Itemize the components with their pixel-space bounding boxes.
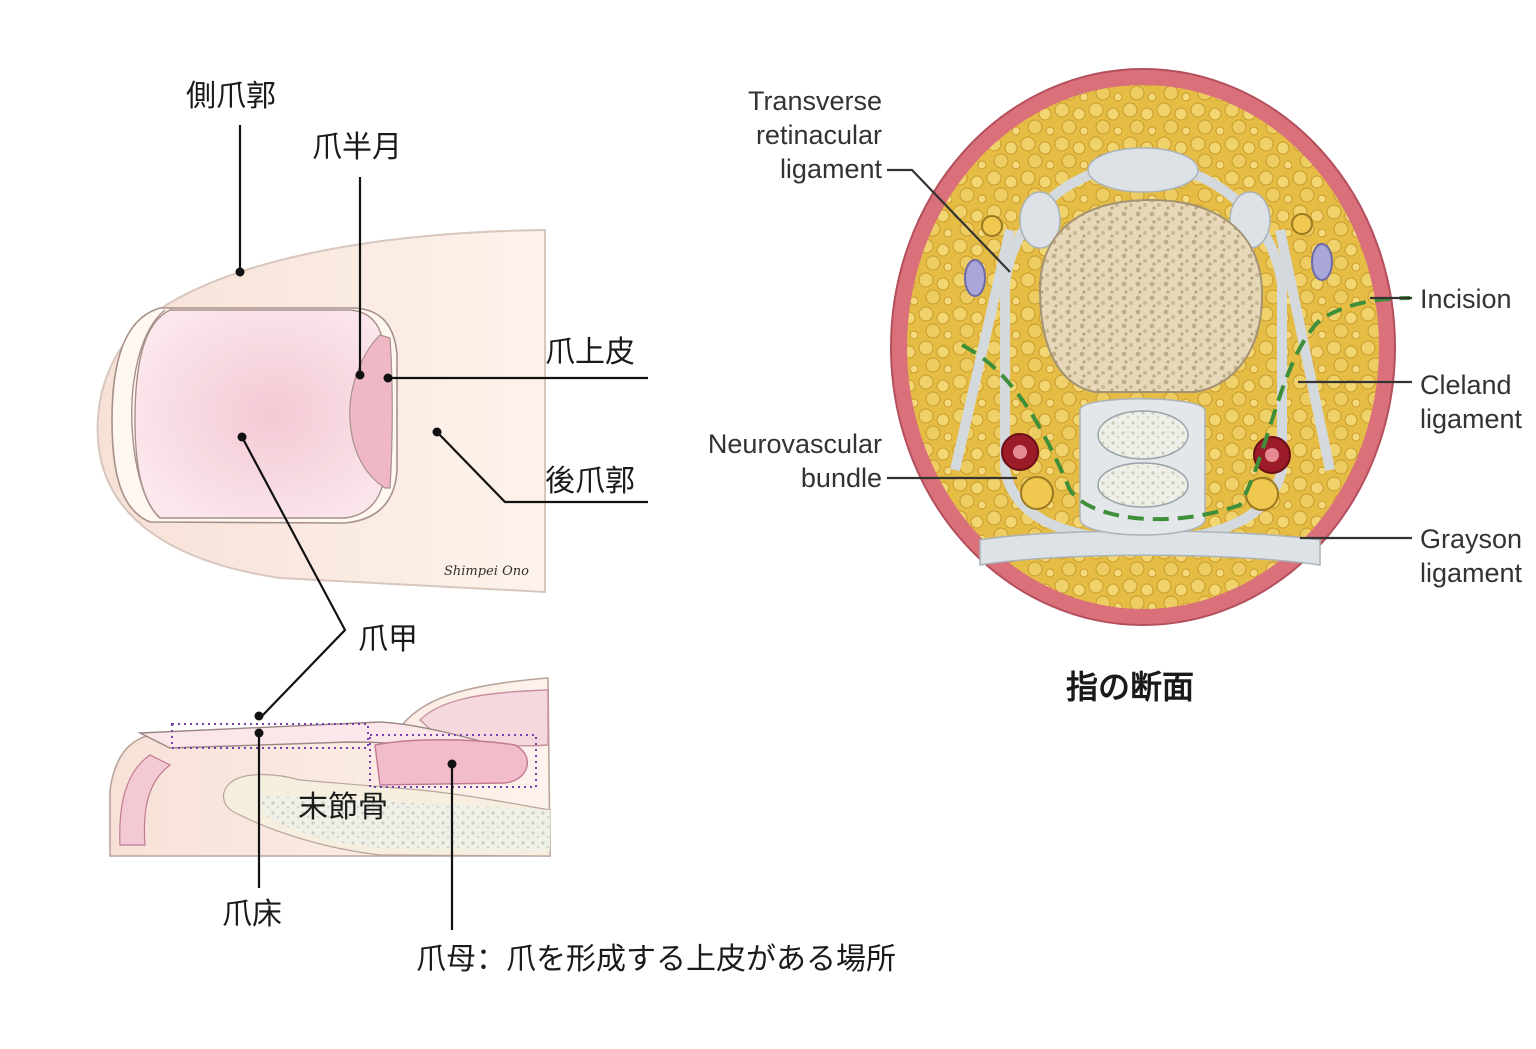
nail-top-view bbox=[96, 228, 546, 594]
label-neurovascular-bundle: Neurovascular bundle bbox=[707, 429, 882, 493]
label-eponychium: 爪上皮 bbox=[545, 335, 635, 370]
flexor-tendon-lower bbox=[1097, 462, 1189, 508]
label-incision: Incision bbox=[1420, 284, 1512, 314]
label-nail-plate: 爪甲 bbox=[358, 622, 418, 657]
incision-line bbox=[961, 296, 1411, 522]
caption-finger-cross-section: 指の断面 bbox=[1066, 668, 1195, 706]
label-proximal-nail-fold: 後爪郭 bbox=[545, 464, 635, 499]
label-nail-matrix: 爪母：爪を形成する上皮がある場所 bbox=[416, 942, 896, 977]
label-lateral-nail-fold: 側爪郭 bbox=[186, 79, 276, 114]
neurovascular-bundle-left bbox=[1001, 433, 1054, 510]
phalanx-bone bbox=[1038, 198, 1264, 393]
label-grayson-ligament: Grayson ligament bbox=[1420, 524, 1523, 588]
label-transverse-retinacular-ligament: Transverse retinacular ligament bbox=[747, 86, 882, 184]
finger-cross-section bbox=[890, 68, 1411, 626]
nail-leader-lines bbox=[238, 125, 648, 930]
artist-signature: Shimpei Ono bbox=[444, 564, 529, 579]
label-cleland-ligament: Cleland ligament bbox=[1420, 370, 1523, 434]
cross-section-leader-lines bbox=[887, 168, 1412, 540]
nail-leader-dots bbox=[235, 267, 457, 769]
nail-side-view bbox=[109, 677, 551, 857]
nail-bed-box bbox=[171, 723, 369, 749]
label-nail-bed: 爪床 bbox=[222, 897, 282, 932]
label-distal-phalanx: 末節骨 bbox=[298, 790, 388, 825]
flexor-tendon-upper bbox=[1097, 410, 1189, 460]
label-lunula: 爪半月 bbox=[312, 130, 402, 165]
